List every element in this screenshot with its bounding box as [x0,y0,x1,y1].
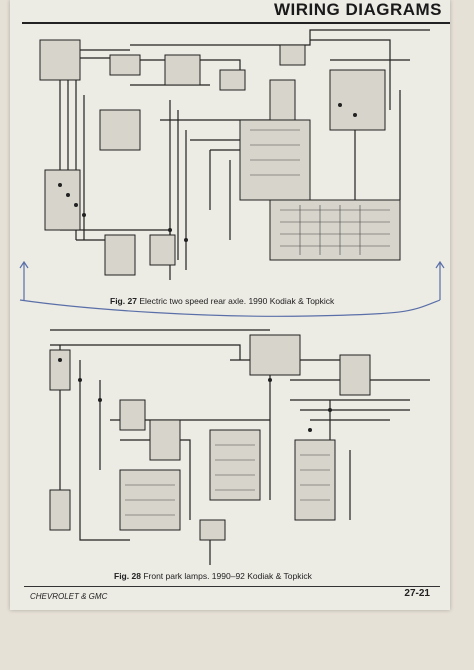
wiring-diagrams-graphic [19,29,445,565]
fig28-caption: Fig. 28 Front park lamps. 1990–92 Kodiak… [114,571,312,581]
fig28-fuse-grid [125,444,330,516]
page-number: 27-21 [404,588,430,599]
pen-arrow-right-icon [435,260,445,300]
fig27-fuse-grid [250,129,390,255]
fig28-connector-pins [58,358,332,432]
pen-divider-line [19,299,441,317]
fig28-text: Front park lamps. 1990–92 Kodiak & Topki… [143,571,312,581]
footer-brand: CHEVROLET & GMC [30,592,108,601]
manual-page: WIRING DIAGRAMS [10,0,450,610]
fig28-components [49,334,371,541]
fig28-number: Fig. 28 [114,571,141,581]
fig27-caption: Fig. 27 Electric two speed rear axle. 19… [110,296,334,306]
header-bar: WIRING DIAGRAMS [22,0,450,24]
fig27-text: Electric two speed rear axle. 1990 Kodia… [139,296,335,306]
page-title: WIRING DIAGRAMS [273,0,442,19]
fig27-connector-pins [58,103,357,242]
footer-rule [24,586,440,587]
pen-arrow-left-icon [19,260,29,300]
fig27-number: Fig. 27 [110,296,137,306]
